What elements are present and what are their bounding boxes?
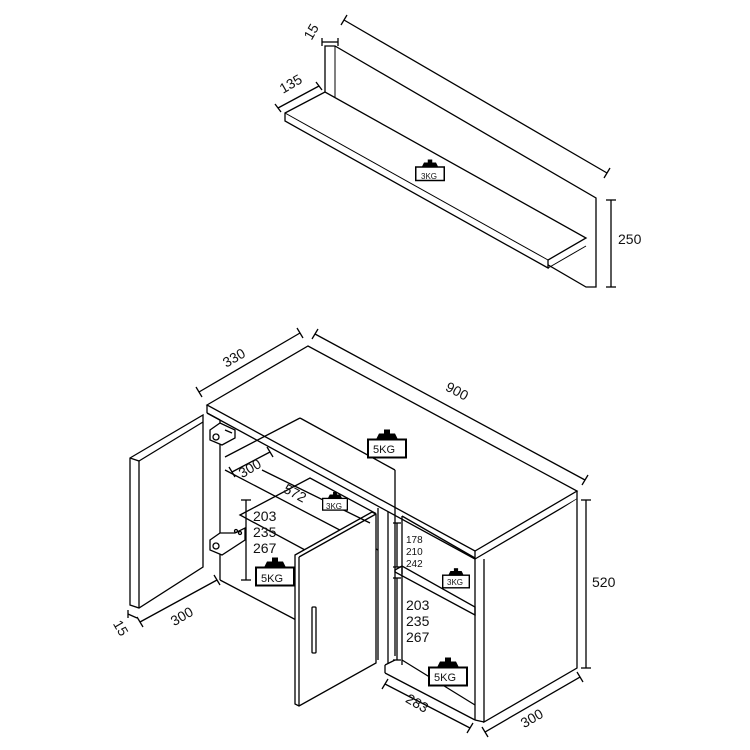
door-width-label: 300 bbox=[168, 603, 196, 629]
cabinet-depth-dimension-line bbox=[198, 332, 301, 393]
cabinet-depth-label: 330 bbox=[220, 345, 248, 371]
left-door bbox=[129, 413, 204, 609]
right-shelf-weight-label: 3KG bbox=[447, 578, 463, 587]
left-height-2: 235 bbox=[253, 524, 277, 540]
right-bottom-width-label: 283 bbox=[403, 690, 431, 716]
lower-hinge-icon bbox=[209, 526, 246, 556]
door-width-dimension-line bbox=[139, 579, 218, 623]
right-upper-height-1: 178 bbox=[406, 535, 423, 546]
door-handle[interactable] bbox=[311, 606, 317, 654]
right-lower-height-2: 235 bbox=[406, 613, 430, 629]
right-door bbox=[294, 511, 377, 707]
right-lower-height-3: 267 bbox=[406, 629, 430, 645]
wall-shelf bbox=[274, 14, 616, 288]
cabinet-width-label: 900 bbox=[443, 378, 471, 403]
right-upper-height-3: 242 bbox=[406, 559, 423, 570]
left-bottom-weight-label: 5KG bbox=[261, 573, 283, 585]
left-height-3: 267 bbox=[253, 540, 277, 556]
shelf-height-label: 250 bbox=[618, 231, 642, 247]
door-thickness-label: 15 bbox=[110, 617, 132, 639]
shelf-length-dimension-line bbox=[343, 19, 608, 174]
shelf-weight-label: 3KG bbox=[421, 172, 437, 181]
top-weight-label: 5KG bbox=[373, 444, 395, 456]
upper-hinge-icon bbox=[209, 422, 236, 446]
shelf-depth-dimension-line bbox=[277, 85, 320, 109]
cabinet-height-label: 520 bbox=[592, 574, 616, 590]
cabinet bbox=[127, 327, 591, 738]
right-lower-height-1: 203 bbox=[406, 597, 430, 613]
cabinet-width-dimension-line bbox=[314, 333, 586, 481]
right-upper-height-2: 210 bbox=[406, 547, 423, 558]
right-bottom-depth-label: 300 bbox=[518, 705, 546, 731]
cabinet-right-side bbox=[483, 499, 578, 724]
shelf-thickness-label: 15 bbox=[300, 21, 322, 43]
left-height-1: 203 bbox=[253, 508, 277, 524]
right-bottom-width-dimension-line bbox=[384, 683, 471, 729]
shelf-depth-label: 135 bbox=[276, 71, 304, 97]
right-bottom-depth-dimension-line bbox=[484, 676, 581, 733]
right-bottom-weight-label: 5KG bbox=[434, 672, 456, 684]
left-shelf-weight-label: 3KG bbox=[326, 502, 342, 511]
